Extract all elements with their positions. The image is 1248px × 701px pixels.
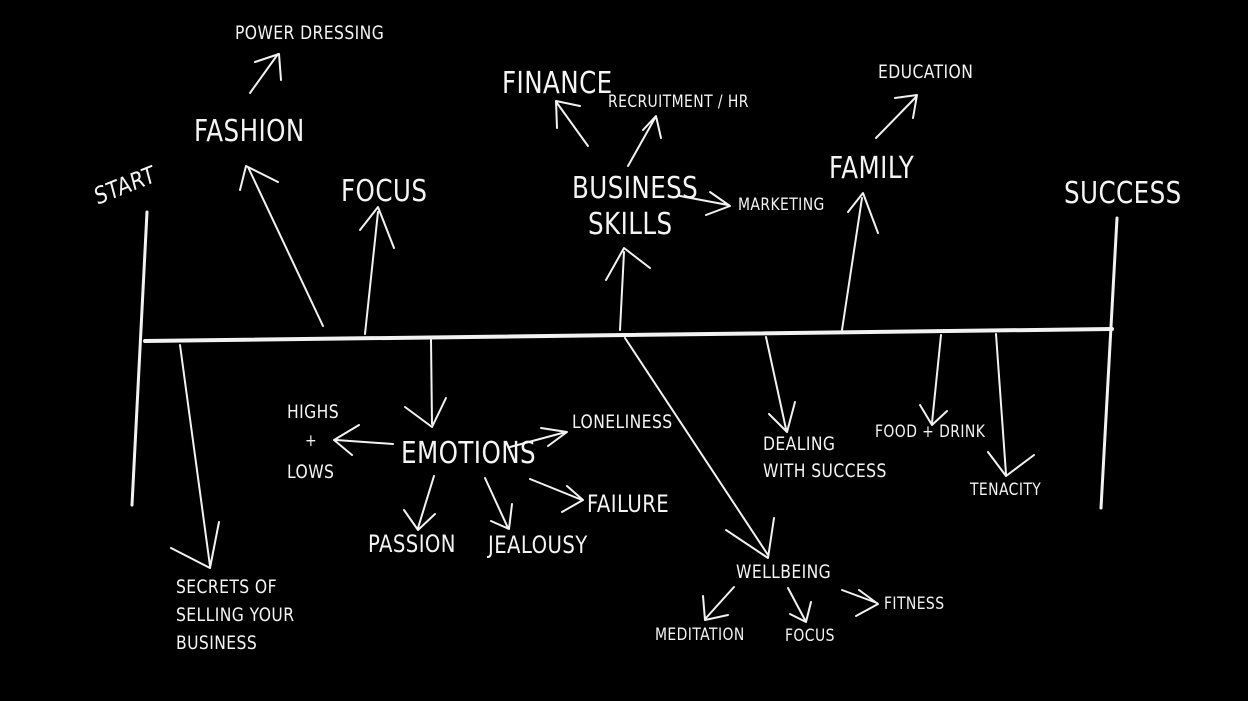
education-label: EDUCATION [878, 61, 974, 83]
family-arrow [841, 192, 879, 331]
failure-label: FAILURE [587, 490, 670, 518]
wellbeing-label: WELLBEING [736, 561, 832, 583]
highs-label: HIGHS [287, 401, 340, 423]
emotions-arrow [404, 339, 447, 428]
marketing-arrow [679, 191, 731, 216]
dealing-label-2: WITH SUCCESS [763, 460, 887, 482]
loneliness-arrow [509, 427, 568, 448]
skills-label: SKILLS [588, 207, 673, 242]
passion-arrow [403, 475, 436, 531]
passion-label: PASSION [368, 530, 456, 558]
jealousy-arrow [484, 477, 513, 530]
food-drink-label: FOOD + DRINK [875, 422, 986, 442]
fashion-label: FASHION [194, 114, 305, 149]
secrets-label-3: BUSINESS [176, 632, 258, 654]
marketing-label: MARKETING [738, 195, 825, 215]
wellbeing-arrow [624, 337, 775, 559]
meditation-label: MEDITATION [655, 625, 745, 645]
start-post [130, 210, 149, 507]
secrets-arrow [170, 344, 220, 569]
lows-label: LOWS [287, 461, 335, 483]
fitness-label: FITNESS [884, 594, 945, 614]
dealing-label-1: DEALING [763, 433, 836, 455]
business-label: BUSINESS [572, 171, 699, 206]
jealousy-label: JEALOUSY [488, 531, 588, 559]
tenacity-arrow [987, 333, 1035, 477]
power-dressing-arrow [249, 53, 282, 94]
education-arrow [875, 94, 918, 139]
emotions-label: EMOTIONS [401, 436, 537, 471]
loneliness-label: LONELINESS [572, 411, 673, 433]
business-skills-arrow [605, 247, 651, 331]
finance-arrow [555, 100, 589, 147]
recruitment-label: RECRUITMENT / HR [608, 92, 749, 112]
family-label: FAMILY [829, 151, 915, 186]
fashion-arrow [239, 165, 324, 327]
wellbeing-focus-arrow [787, 587, 812, 623]
meditation-arrow [702, 586, 735, 621]
timeline-line [143, 327, 1114, 343]
secrets-label-2: SELLING YOUR [176, 604, 295, 626]
failure-arrow [529, 478, 584, 513]
highs-lows-arrow [333, 424, 394, 456]
recruitment-arrow [627, 115, 662, 167]
success-label: SUCCESS [1064, 176, 1182, 211]
focus-arrow [359, 206, 395, 335]
focus-label: FOCUS [341, 174, 428, 209]
success-post [1099, 216, 1119, 510]
food-drink-arrow [919, 334, 948, 426]
tenacity-label: TENACITY [970, 480, 1042, 500]
power-dressing-label: POWER DRESSING [235, 22, 385, 44]
dealing-arrow [765, 336, 796, 433]
finance-label: FINANCE [502, 66, 613, 101]
fitness-arrow [841, 589, 879, 617]
wellbeing-focus-label: FOCUS [785, 626, 835, 646]
secrets-label-1: SECRETS OF [176, 576, 277, 598]
plus-label: + [305, 431, 318, 451]
